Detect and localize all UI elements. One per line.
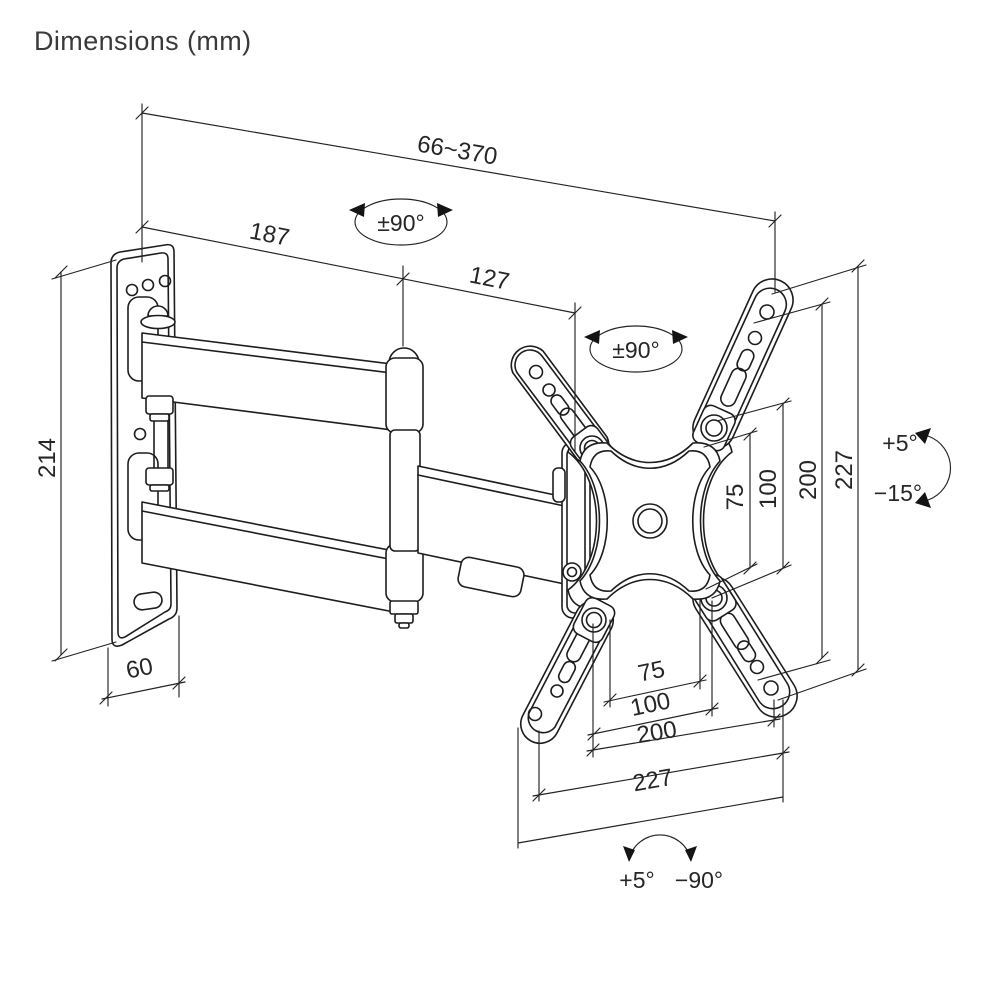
dim-vesa-h-200: 200 [635, 716, 679, 749]
plane-edge-line [517, 727, 784, 849]
dim-plate-height: 214 [34, 438, 61, 478]
arm-hole [747, 330, 763, 346]
hex-nut [145, 467, 174, 486]
arm-slot [736, 348, 755, 372]
bracket-tab [552, 467, 566, 503]
post-top-cap [385, 357, 424, 434]
hinge-dome [147, 305, 169, 317]
dim-extension-depth: 66~370 [415, 130, 499, 170]
tilt-arc [915, 428, 952, 508]
arm-hole [550, 684, 564, 698]
wall-plate [110, 243, 178, 647]
mount-hole [125, 283, 139, 297]
vesa-front-plate [579, 442, 721, 600]
arm-hole [542, 383, 556, 397]
arm-hole [528, 364, 544, 380]
dimension-labels: 66~370 187 127 ±90° ±90° 214 60 227 200 … [34, 130, 922, 893]
vesa-hole [705, 419, 723, 437]
dim-arm-segment: 127 [467, 262, 512, 296]
rotation-arc [623, 834, 697, 862]
arm-hole [763, 680, 779, 696]
tilt-down-label: −15° [874, 480, 922, 506]
dim-vesa-h-75: 75 [636, 656, 668, 688]
swivel-arm-label: ±90° [377, 210, 424, 236]
swivel-symbol-head [584, 325, 688, 373]
dim-vesa-v-75: 75 [722, 484, 749, 511]
forward-arm [417, 465, 575, 598]
dim-vesa-v-227: 227 [831, 450, 858, 490]
mount-hole [158, 274, 172, 288]
post-nut [389, 600, 419, 615]
page-title: Dimensions (mm) [34, 26, 252, 56]
wall-plate-hinge [140, 305, 176, 492]
mount-hole [141, 278, 155, 292]
arm-slot [736, 640, 757, 663]
pivot-post [385, 347, 424, 629]
dim-vesa-v-100: 100 [755, 469, 782, 509]
hex-nut [145, 395, 174, 415]
latch-tab [457, 556, 525, 598]
hook-ring [562, 562, 582, 582]
vesa-hole [585, 611, 603, 629]
upper-arm [141, 332, 393, 431]
plate-slot [133, 591, 163, 611]
arm-slot [719, 367, 747, 407]
hinge-rod [153, 420, 169, 469]
dim-vesa-v-200: 200 [795, 460, 822, 500]
dim-vesa-h-227: 227 [631, 764, 675, 798]
center-hole [637, 508, 663, 534]
dim-plate-width: 60 [124, 653, 156, 685]
dimension-lines [51, 103, 867, 849]
arm-hole [527, 706, 543, 722]
post-shaft [389, 429, 421, 552]
plate-hole [133, 427, 147, 441]
tilt-up-label: +5° [882, 430, 917, 456]
arm-slot [550, 394, 570, 416]
arm-hole [749, 659, 765, 675]
swivel-head-label: ±90° [612, 337, 659, 363]
lower-arm [141, 501, 424, 613]
swivel-symbol-arm [349, 198, 453, 246]
rotation-up-label: +5° [619, 867, 654, 893]
dim-arm-length: 187 [247, 218, 292, 252]
rotation-down-label: −90° [675, 867, 723, 893]
